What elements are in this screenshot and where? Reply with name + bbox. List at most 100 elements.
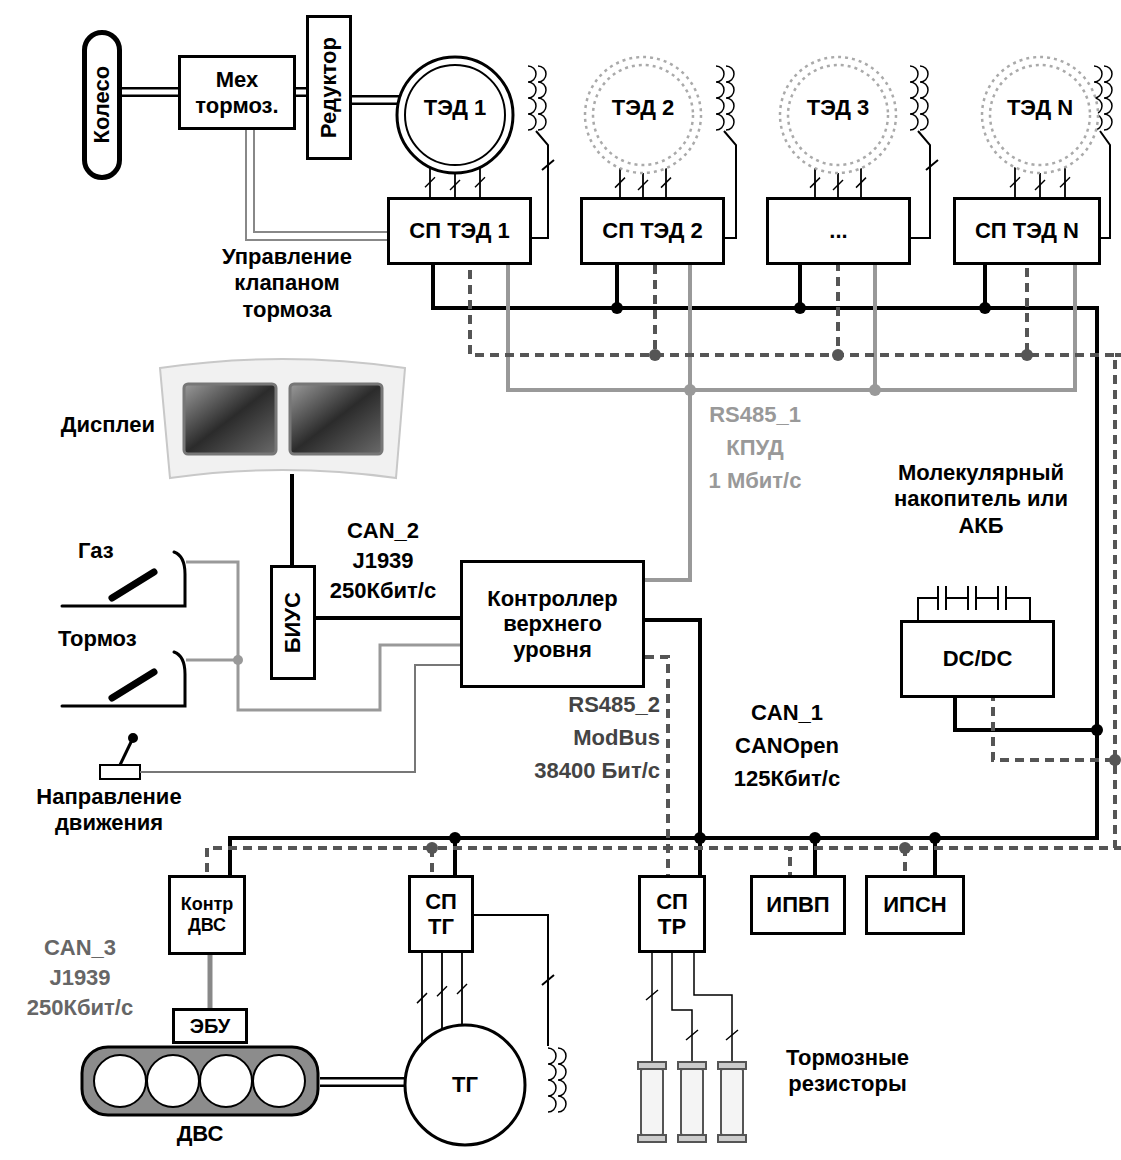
wire-stroke <box>645 657 905 875</box>
annotation-label: Тормоз <box>58 626 158 652</box>
node-label: СП ТЭД 1 <box>409 218 509 243</box>
bus-connector <box>470 265 1115 848</box>
converter-box: СП ТГ <box>408 875 474 953</box>
coil-winding <box>538 66 546 130</box>
bus-connector <box>645 265 1115 848</box>
power-supply-box: ИПСН <box>865 875 965 935</box>
wire-stroke <box>810 178 820 188</box>
wire-stroke <box>638 180 648 190</box>
wire-stroke <box>470 265 1115 848</box>
biys-box: БИУС <box>270 565 316 680</box>
engine-outline <box>80 1045 320 1117</box>
mechanical-shaft <box>320 1082 405 1083</box>
wire-stroke <box>645 620 935 875</box>
node-label: СП ТР <box>646 889 698 940</box>
coil-winding <box>726 66 734 130</box>
bus-connector <box>433 265 1097 838</box>
mechanical-shaft <box>352 100 399 101</box>
wire-stroke <box>320 1080 405 1085</box>
wire-stroke <box>352 98 399 103</box>
node-label: DC/DC <box>943 646 1013 671</box>
wire-stroke <box>1035 180 1045 190</box>
wire-stroke <box>437 986 447 996</box>
node-label: ЭБУ <box>190 1015 231 1038</box>
wire-stroke <box>645 265 690 580</box>
wire-stroke <box>475 177 485 187</box>
wire-stroke <box>320 1077 405 1087</box>
converter-box: СП ТР <box>638 875 706 953</box>
gearbox-box: Редуктор <box>306 15 352 160</box>
coil-winding <box>528 66 536 130</box>
node-label: СП ТЭД 2 <box>602 218 702 243</box>
bus-connector <box>645 265 875 580</box>
wire-stroke <box>645 265 1115 848</box>
mech-brake-box: Мех тормоз. <box>178 55 296 130</box>
brake-pedal <box>62 652 185 706</box>
power-supply-box: ИПВП <box>750 875 846 935</box>
converter-box: СП ТЭД 2 <box>580 197 725 265</box>
node-label: ТЭД 2 <box>612 95 675 120</box>
node-label: ИПСН <box>883 892 946 917</box>
annotation-label: 250Кбит/с <box>10 995 150 1021</box>
coil-winding <box>716 66 724 130</box>
motor-circle: ТЭД 1 <box>395 55 515 175</box>
node-label: БИУС <box>280 592 305 653</box>
direction-switch <box>100 734 140 779</box>
bus-connector <box>645 265 1115 848</box>
wire-stroke <box>296 87 306 97</box>
annotation-label: Молекулярный накопитель или АКБ <box>872 460 1090 539</box>
wire-stroke <box>645 265 875 580</box>
annotation-label: CANOpen <box>712 733 862 759</box>
coil-winding <box>558 1048 566 1112</box>
bus-connector <box>645 620 935 875</box>
wire-stroke <box>352 95 399 105</box>
wire-stroke <box>615 178 625 188</box>
annotation-label: RS485_1 <box>700 402 810 428</box>
bus-connector <box>508 265 690 580</box>
wire-stroke <box>207 657 668 875</box>
wire-stroke <box>457 984 467 994</box>
wire-stroke <box>645 620 1097 838</box>
node-label: Мех тормоз. <box>186 67 288 118</box>
wire-stroke <box>433 265 1097 838</box>
converter-box: СП ТЭД N <box>953 197 1101 265</box>
annotation-label: 250Кбит/с <box>318 578 448 604</box>
annotation-label: Направление движения <box>4 784 214 837</box>
bus-connector <box>645 265 1097 838</box>
wire-stroke <box>122 90 178 95</box>
dcdc-box: DC/DC <box>900 620 1055 698</box>
controller-box: Контроллер верхнего уровня <box>460 560 645 688</box>
node-label: ... <box>829 218 847 243</box>
node-label: СП ТГ <box>416 889 466 940</box>
annotation-label: RS485_2 <box>490 692 660 718</box>
wire-stroke <box>432 657 668 875</box>
bus-connector <box>645 265 1097 838</box>
annotation-label: CAN_3 <box>10 935 150 961</box>
node-label: Колесо <box>89 66 114 144</box>
coil-winding <box>910 66 918 130</box>
engine-block: ДВС <box>80 1045 320 1117</box>
node-label: Редуктор <box>316 37 341 138</box>
wire-stroke <box>296 90 306 95</box>
coil-winding <box>1104 66 1112 130</box>
wire-stroke <box>316 616 460 620</box>
annotation-label: Тормозные резисторы <box>760 1045 935 1098</box>
bus-connector <box>207 657 668 875</box>
motor-circle: ТЭД 2 <box>583 55 703 175</box>
annotation-label: КПУД <box>700 435 810 461</box>
mechanical-shaft <box>296 92 306 93</box>
wire-stroke <box>645 265 1115 848</box>
wire-stroke <box>856 178 866 188</box>
node-label: ИПВП <box>766 892 829 917</box>
bus-junction-dots <box>426 302 1121 854</box>
bus-connector <box>645 265 1115 848</box>
node-label: ТЭД 3 <box>807 95 870 120</box>
wire-stroke <box>661 178 671 188</box>
bus-connector <box>645 265 690 580</box>
mechanical-shaft <box>122 92 178 93</box>
brake-resistors <box>638 953 746 1142</box>
storage-capacitor-symbol <box>918 586 1030 620</box>
annotation-label: J1939 <box>10 965 150 991</box>
bus-connector <box>645 657 905 875</box>
wire-stroke <box>208 955 213 1008</box>
